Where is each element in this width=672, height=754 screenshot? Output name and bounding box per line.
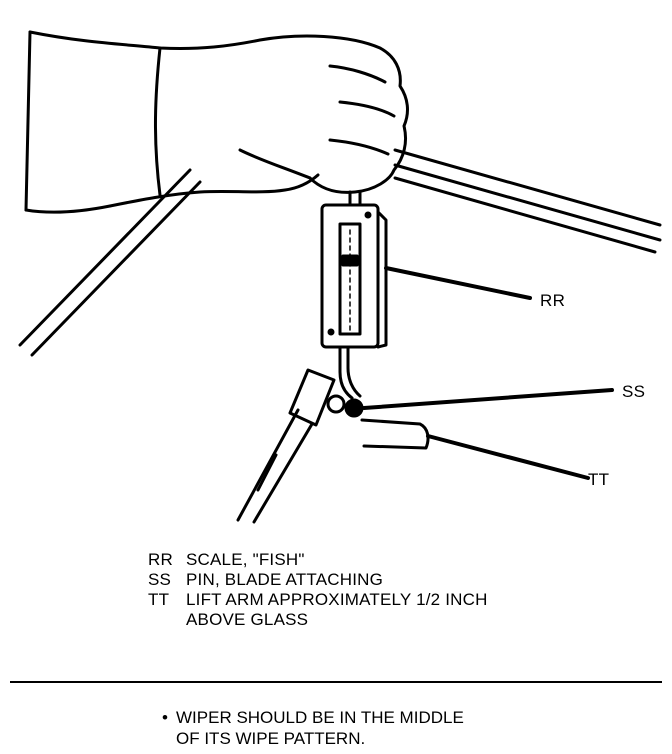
- leader-lines: [362, 266, 614, 480]
- note: • WIPER SHOULD BE IN THE MIDDLE OF ITS W…: [162, 707, 464, 749]
- fish-scale: [320, 190, 388, 400]
- legend-key: TT: [148, 590, 170, 609]
- wiper-arm: [236, 368, 430, 524]
- hand: [24, 30, 409, 214]
- legend-item-tt: TT LIFT ARM APPROXIMATELY 1/2 INCH ABOVE…: [148, 590, 488, 630]
- legend-description: SCALE, "FISH": [186, 550, 305, 569]
- note-text: WIPER SHOULD BE IN THE MIDDLE OF ITS WIP…: [176, 708, 464, 748]
- legend-item-ss: SS PIN, BLADE ATTACHING: [148, 570, 488, 590]
- legend: RR SCALE, "FISH" SS PIN, BLADE ATTACHING…: [148, 550, 488, 630]
- legend-key: SS: [148, 570, 172, 589]
- callout-rr: RR: [540, 291, 566, 310]
- legend-description: LIFT ARM APPROXIMATELY 1/2 INCH ABOVE GL…: [186, 590, 488, 629]
- callout-ss: SS: [622, 382, 646, 401]
- bullet-icon: •: [162, 708, 168, 727]
- legend-item-rr: RR SCALE, "FISH": [148, 550, 488, 570]
- callout-tt: TT: [588, 470, 610, 489]
- legend-description: PIN, BLADE ATTACHING: [186, 570, 384, 589]
- legend-key: RR: [148, 550, 173, 569]
- windshield-edge: [18, 148, 662, 357]
- wiper-scale-illustration: [18, 30, 662, 524]
- divider: [10, 681, 662, 683]
